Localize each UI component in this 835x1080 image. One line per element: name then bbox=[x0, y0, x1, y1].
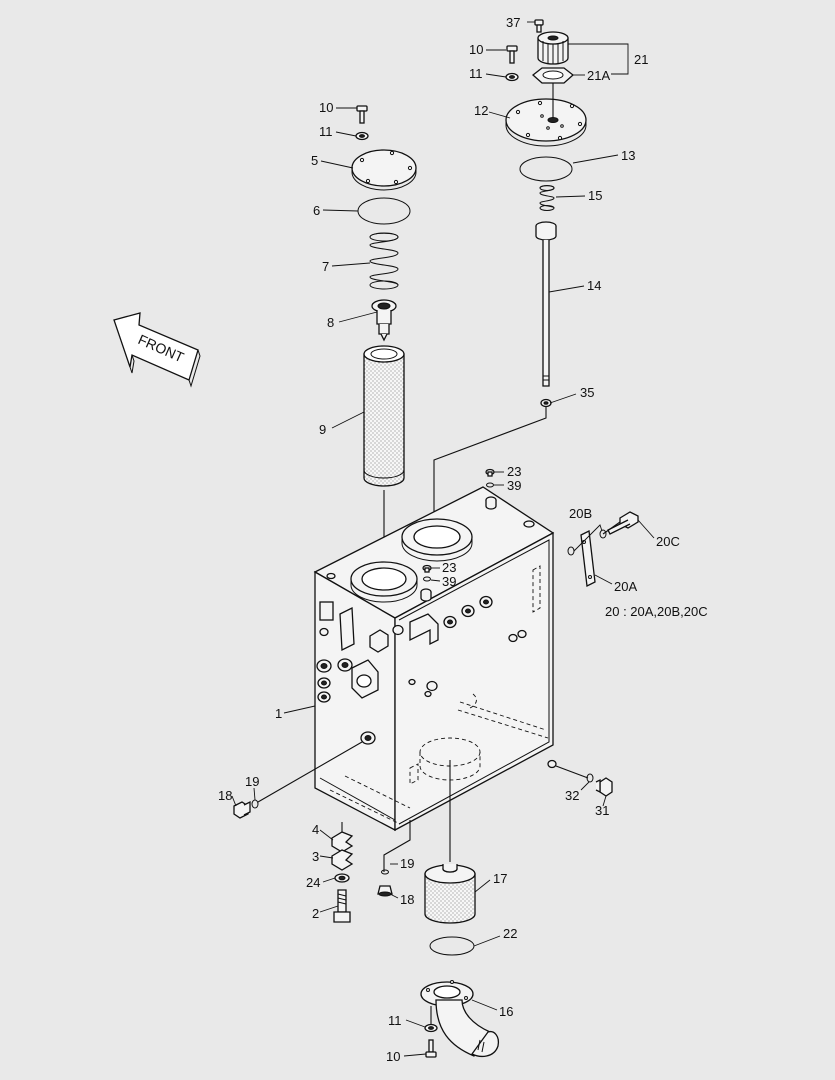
front-direction-arrow: FRONT bbox=[113, 312, 201, 388]
callout-20b: 20B bbox=[569, 506, 592, 521]
callout-19-bottom: 19 bbox=[400, 856, 414, 871]
callout-6: 6 bbox=[313, 203, 320, 218]
callout-5: 5 bbox=[311, 153, 318, 168]
callout-10-top-right: 10 bbox=[469, 42, 483, 57]
part-18-drain-plug-left bbox=[233, 800, 251, 819]
part-21-breather-cap bbox=[537, 31, 569, 65]
part-10-bolt-bottom bbox=[425, 1039, 437, 1058]
part-11-washer-right bbox=[505, 72, 519, 82]
part-2-bolt bbox=[333, 889, 351, 923]
part-8-relief-valve bbox=[371, 299, 397, 342]
small-drain-axis-b bbox=[383, 820, 411, 858]
part-39-washer-top bbox=[486, 482, 494, 488]
part-23-plug-mid bbox=[422, 564, 432, 573]
part-20-note: 20 : 20A,20B,20C bbox=[605, 604, 708, 619]
part-22-o-ring bbox=[429, 936, 475, 956]
part-11-washer-bottom bbox=[424, 1023, 438, 1033]
callout-labels: 37 21 21A 10 11 12 13 15 14 35 10 11 5 6… bbox=[218, 15, 708, 1064]
callout-23-mid: 23 bbox=[442, 560, 456, 575]
part-13-o-ring bbox=[519, 156, 573, 182]
callout-35: 35 bbox=[580, 385, 594, 400]
callout-1: 1 bbox=[275, 706, 282, 721]
part-21a-gasket bbox=[531, 67, 575, 84]
callout-23-top: 23 bbox=[507, 464, 521, 479]
part-35-washer bbox=[540, 398, 552, 408]
callout-37: 37 bbox=[506, 15, 520, 30]
part-7-spring bbox=[369, 232, 399, 290]
callout-39-top: 39 bbox=[507, 478, 521, 493]
callout-32: 32 bbox=[565, 788, 579, 803]
callout-13: 13 bbox=[621, 148, 635, 163]
part-32-washer-right bbox=[586, 773, 594, 783]
gauge-axis bbox=[602, 521, 621, 535]
callout-18-bottom: 18 bbox=[400, 892, 414, 907]
part-9-filter-element bbox=[363, 345, 405, 487]
part-19-washer-left bbox=[251, 799, 259, 809]
part-10-bolt-right bbox=[506, 45, 518, 64]
callout-18-left: 18 bbox=[218, 788, 232, 803]
callout-19-left: 19 bbox=[245, 774, 259, 789]
callout-10-bottom: 10 bbox=[386, 1049, 400, 1064]
callout-4: 4 bbox=[312, 822, 319, 837]
part-4-stopper bbox=[331, 831, 354, 853]
callout-20c: 20C bbox=[656, 534, 680, 549]
part-18-plug-bottom bbox=[377, 885, 393, 897]
callout-39-mid: 39 bbox=[442, 574, 456, 589]
callout-11-top-right: 11 bbox=[469, 66, 483, 81]
callout-21a: 21A bbox=[587, 68, 610, 83]
part-31-plug-right bbox=[595, 777, 613, 797]
part-14-strainer-rod bbox=[535, 221, 557, 387]
part-11-washer-left bbox=[355, 131, 369, 141]
callout-15: 15 bbox=[588, 188, 602, 203]
drain-axis-right bbox=[555, 765, 589, 779]
leader-lines bbox=[231, 21, 655, 1057]
callout-16: 16 bbox=[499, 1004, 513, 1019]
part-37-screw bbox=[534, 19, 544, 33]
part-23-plug-top bbox=[485, 468, 495, 477]
callout-17: 17 bbox=[493, 871, 507, 886]
part-20a-level-gauge bbox=[580, 530, 596, 587]
callout-12: 12 bbox=[474, 103, 488, 118]
callout-11-bottom: 11 bbox=[388, 1013, 402, 1028]
callout-14: 14 bbox=[587, 278, 601, 293]
part-1-hydraulic-tank bbox=[313, 486, 557, 832]
part-3-stopper bbox=[331, 849, 354, 871]
part-16-suction-elbow bbox=[420, 980, 500, 1058]
callout-7: 7 bbox=[322, 259, 329, 274]
drain-axis-left bbox=[257, 741, 363, 803]
part-17-suction-filter bbox=[424, 864, 476, 924]
part-10-bolt-left bbox=[356, 105, 368, 124]
callout-9: 9 bbox=[319, 422, 326, 437]
callout-22: 22 bbox=[503, 926, 517, 941]
callout-2: 2 bbox=[312, 906, 319, 921]
callout-10-top-left: 10 bbox=[319, 100, 333, 115]
part-24-washer bbox=[334, 873, 350, 883]
part-20c-bolt bbox=[607, 511, 639, 535]
callout-11-top-left: 11 bbox=[319, 124, 333, 139]
callout-8: 8 bbox=[327, 315, 334, 330]
part-39-washer-mid bbox=[423, 576, 431, 582]
callout-3: 3 bbox=[312, 849, 319, 864]
part-6-o-ring bbox=[357, 197, 411, 225]
callout-20a: 20A bbox=[614, 579, 637, 594]
right-assembly-axis-bottom bbox=[433, 407, 547, 545]
part-19-washer-bottom bbox=[381, 869, 389, 875]
callout-31: 31 bbox=[595, 803, 609, 818]
part-5-cover-plate bbox=[351, 149, 417, 191]
callout-24: 24 bbox=[306, 875, 320, 890]
callout-21: 21 bbox=[634, 52, 648, 67]
part-12-cover-plate bbox=[505, 98, 587, 147]
part-15-spring bbox=[539, 185, 555, 211]
